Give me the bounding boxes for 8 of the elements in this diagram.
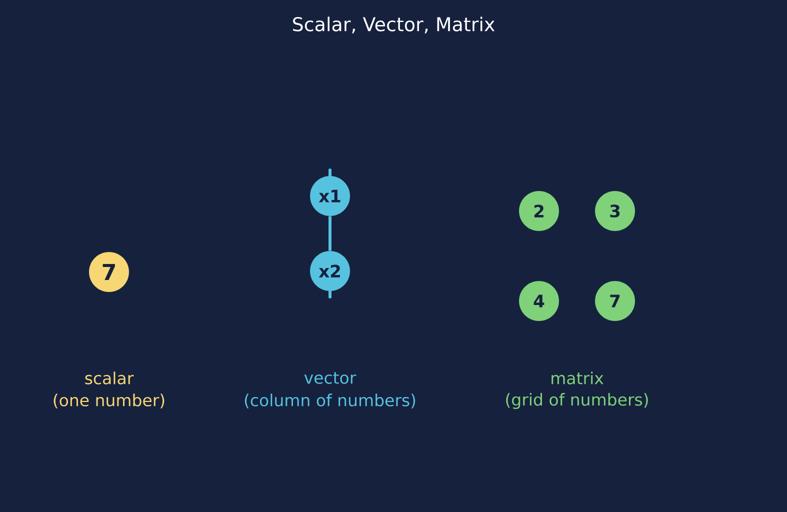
caption-text: vector xyxy=(304,372,356,384)
caption-text: matrix xyxy=(552,372,604,384)
caption-text: (one number) xyxy=(54,394,164,408)
caption-text: (column of numbers) xyxy=(244,394,416,408)
caption-text: (grid of numbers) xyxy=(506,393,648,409)
title: Scalar, Vector, Matrix xyxy=(293,16,495,34)
caption-text: scalar xyxy=(85,372,134,384)
connector-line xyxy=(328,216,332,251)
